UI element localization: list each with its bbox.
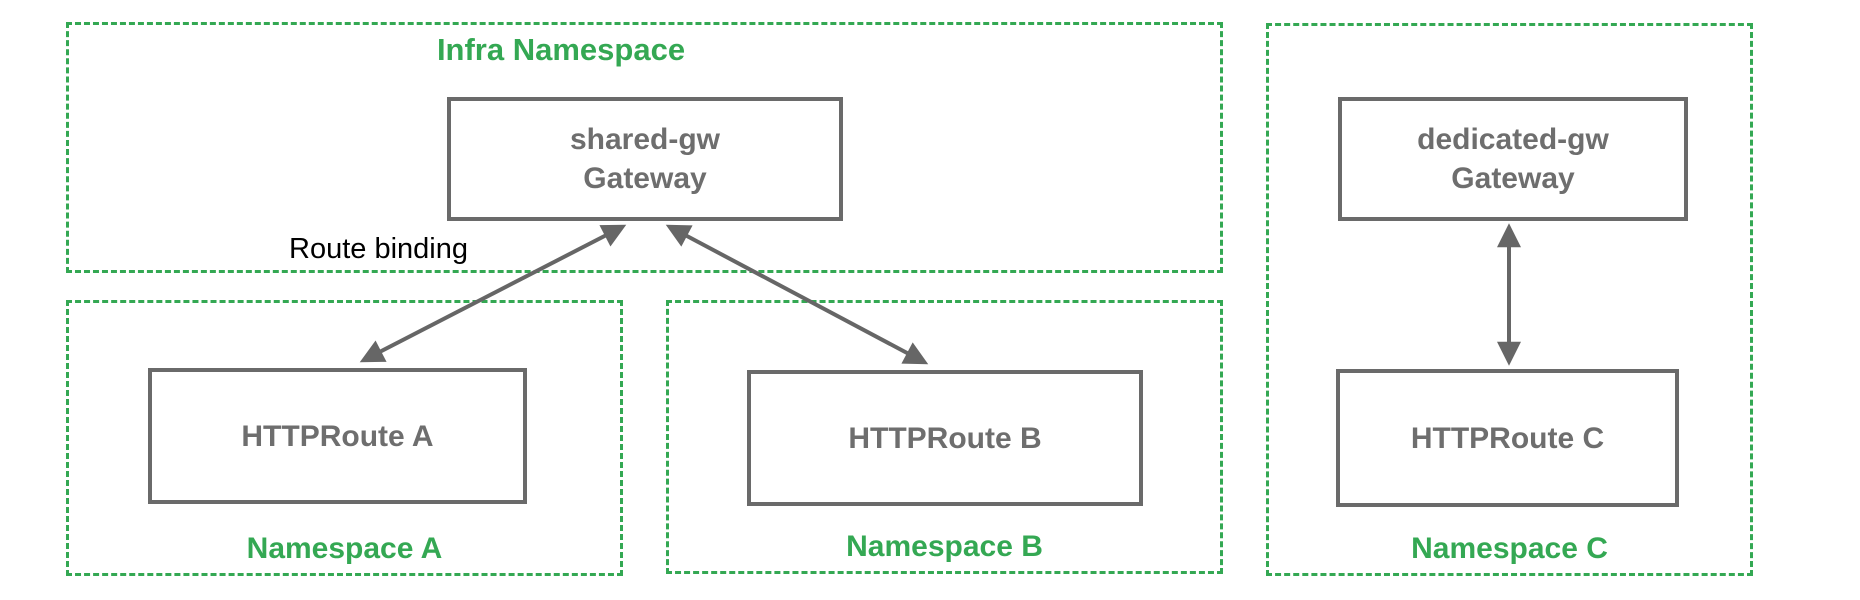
namespace-a-label: Namespace A <box>246 532 443 565</box>
namespace-a-box: Namespace A <box>66 300 623 576</box>
namespace-b-box: Namespace B <box>666 300 1223 574</box>
infra-namespace-label: Infra Namespace <box>436 32 686 67</box>
httproute-c-node: HTTPRoute C <box>1336 369 1679 507</box>
shared-gw-name: shared-gw <box>569 123 721 156</box>
shared-gw-gateway-node: shared-gw Gateway <box>447 97 843 221</box>
httproute-a-label: HTTPRoute A <box>241 419 434 453</box>
dedicated-gw-kind: Gateway <box>1451 162 1575 195</box>
httproute-c-label: HTTPRoute C <box>1410 421 1605 455</box>
dedicated-gw-name: dedicated-gw <box>1417 123 1609 156</box>
namespace-b-label: Namespace B <box>846 530 1043 563</box>
namespace-c-box: Namespace C <box>1266 23 1753 576</box>
infra-namespace-box: Infra Namespace <box>66 22 1223 273</box>
dedicated-gw-gateway-node: dedicated-gw Gateway <box>1338 97 1688 221</box>
httproute-b-label: HTTPRoute B <box>848 421 1042 455</box>
httproute-a-node: HTTPRoute A <box>148 368 527 504</box>
httproute-b-node: HTTPRoute B <box>747 370 1143 506</box>
shared-gw-kind: Gateway <box>583 162 707 195</box>
route-binding-label: Route binding <box>289 233 468 265</box>
namespace-c-label: Namespace C <box>1411 532 1608 565</box>
